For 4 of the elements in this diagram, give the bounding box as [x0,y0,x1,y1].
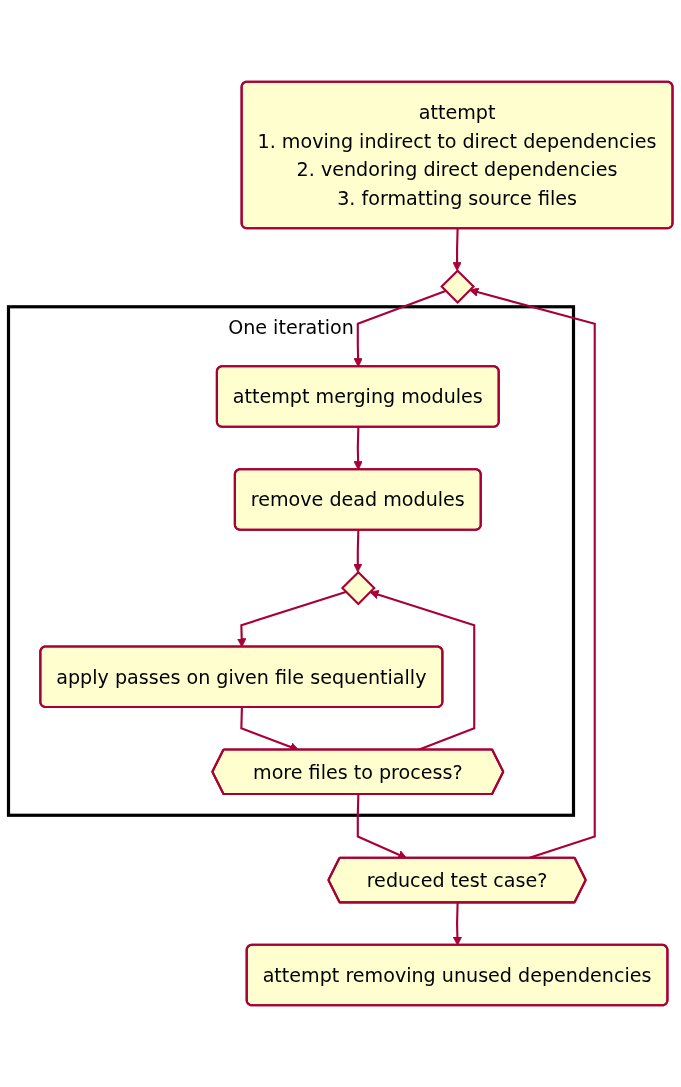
node-diamond [340,570,376,606]
node-diamond [440,269,475,304]
arrow [353,530,363,573]
arrow [452,228,462,272]
